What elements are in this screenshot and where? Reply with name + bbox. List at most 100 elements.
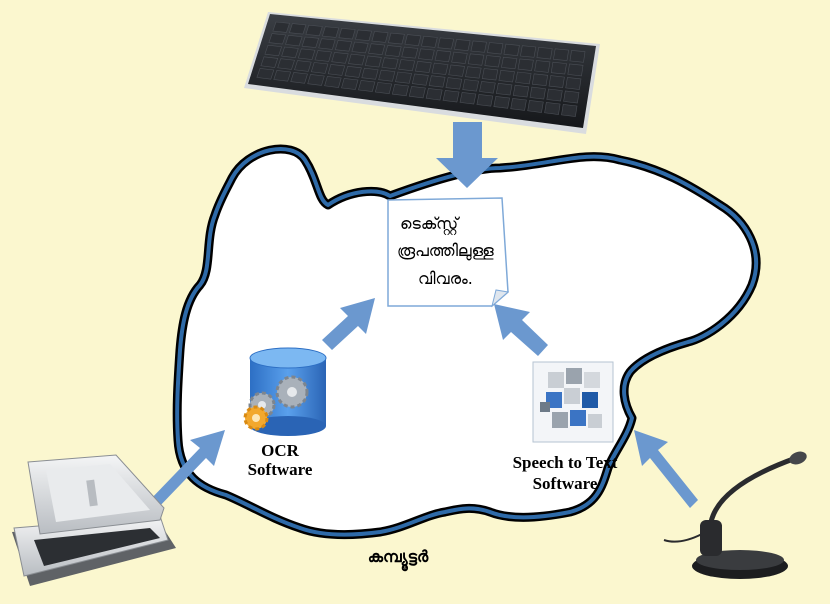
- keyboard-key: [277, 58, 295, 70]
- keyboard-key: [418, 48, 435, 61]
- speech-label-line-2: Software: [533, 474, 598, 493]
- note-line-2: രൂപത്തിലുള്ള: [397, 241, 495, 260]
- arrow-speech-to-note: [494, 304, 548, 356]
- keyboard-key: [487, 42, 504, 55]
- keyboard-key: [548, 75, 565, 88]
- keyboard-key: [550, 61, 567, 75]
- keyboard-key: [310, 62, 329, 74]
- keyboard-key: [563, 90, 580, 104]
- keyboard-key: [476, 94, 494, 107]
- keyboard-key: [378, 69, 396, 82]
- keyboard-key: [351, 41, 369, 54]
- keyboard-key: [268, 33, 287, 45]
- keyboard-key: [434, 50, 452, 63]
- keyboard-key: [273, 70, 292, 82]
- cube-stack-icon: [532, 361, 614, 443]
- keyboard-key: [567, 63, 584, 77]
- keyboard-key: [428, 75, 446, 88]
- keyboard-key: [565, 77, 582, 90]
- ocr-label-line-1: OCR: [261, 441, 300, 460]
- keyboard-key: [404, 34, 422, 47]
- arrow-keyboard-to-note: [436, 122, 498, 188]
- keyboard-key: [290, 72, 308, 84]
- keyboard-key: [544, 102, 561, 115]
- keyboard-key: [495, 82, 513, 96]
- keyboard-keys: [256, 21, 586, 117]
- keyboard-key: [425, 88, 443, 101]
- keyboard-key: [501, 56, 518, 70]
- keyboard-key: [314, 50, 332, 62]
- keyboard-key: [364, 55, 382, 68]
- keyboard-key: [297, 48, 316, 60]
- keyboard-key: [294, 60, 312, 72]
- keyboard-key: [358, 80, 376, 92]
- keyboard-key: [355, 29, 372, 42]
- keyboard-key: [437, 37, 455, 50]
- keyboard-key: [391, 84, 409, 97]
- keyboard-key: [421, 35, 438, 48]
- keyboard-key: [256, 68, 275, 80]
- keyboard-key: [331, 52, 349, 64]
- keyboard-key: [341, 78, 359, 90]
- keyboard-key: [459, 92, 477, 105]
- flatbed-scanner-icon: [12, 454, 176, 586]
- keyboard-key: [442, 90, 460, 103]
- keyboard-key: [536, 46, 553, 60]
- keyboard-key: [517, 58, 534, 71]
- keyboard-key: [465, 66, 482, 79]
- desk-microphone-icon: [663, 451, 807, 579]
- keyboard-key: [510, 98, 527, 111]
- keyboard-key: [512, 84, 530, 98]
- keyboard-key: [374, 82, 393, 95]
- keyboard-icon: [244, 12, 600, 134]
- computer-label: കമ്പ്യൂട്ടർ: [368, 547, 429, 572]
- arrow-scanner-to-ocr: [148, 430, 225, 510]
- keyboard-key: [481, 68, 499, 81]
- keyboard-key: [498, 69, 515, 83]
- keyboard-key: [470, 40, 487, 53]
- note-line-3: വിവരം.: [418, 269, 473, 288]
- keyboard-key: [327, 64, 346, 76]
- keyboard-key: [285, 34, 303, 47]
- keyboard-key: [503, 43, 520, 57]
- keyboard-key: [414, 60, 432, 73]
- keyboard-key: [388, 32, 405, 45]
- keyboard-key: [338, 27, 356, 40]
- keyboard-key: [411, 73, 429, 86]
- keyboard-key: [281, 46, 299, 59]
- keyboard-key: [272, 21, 290, 33]
- keyboard-key: [493, 96, 510, 109]
- keyboard-key: [344, 65, 362, 78]
- keyboard-key: [515, 71, 532, 85]
- keyboard-key: [384, 45, 402, 57]
- keyboard-key: [334, 39, 353, 52]
- database-gear-icon: [243, 347, 327, 436]
- keyboard-key: [408, 86, 426, 99]
- keyboard-key: [445, 77, 463, 90]
- keyboard-key: [454, 39, 471, 52]
- keyboard-key: [448, 64, 465, 77]
- keyboard-key: [467, 53, 485, 66]
- keyboard-key: [318, 38, 336, 50]
- keyboard-key: [348, 53, 366, 66]
- keyboard-key: [381, 57, 399, 70]
- keyboard-key: [553, 48, 569, 61]
- keyboard-key: [398, 59, 416, 72]
- keyboard-key: [324, 76, 342, 88]
- keyboard-key: [371, 31, 389, 43]
- keyboard-key: [546, 88, 563, 102]
- keyboard-key: [401, 46, 419, 59]
- arrow-mic-to-speech: [634, 430, 698, 508]
- keyboard-key: [260, 56, 279, 68]
- keyboard-key: [534, 60, 551, 73]
- keyboard-key: [361, 67, 379, 80]
- keyboard-key: [531, 73, 549, 87]
- keyboard-key: [451, 51, 468, 64]
- keyboard-key: [479, 81, 496, 94]
- keyboard-key: [307, 74, 325, 86]
- paper-note-icon: ടെക്സ്റ്റ് രൂപത്തിലുള്ള വിവരം.: [387, 197, 510, 308]
- keyboard-key: [484, 55, 501, 68]
- keyboard-key: [305, 24, 323, 37]
- keyboard-key: [462, 79, 479, 92]
